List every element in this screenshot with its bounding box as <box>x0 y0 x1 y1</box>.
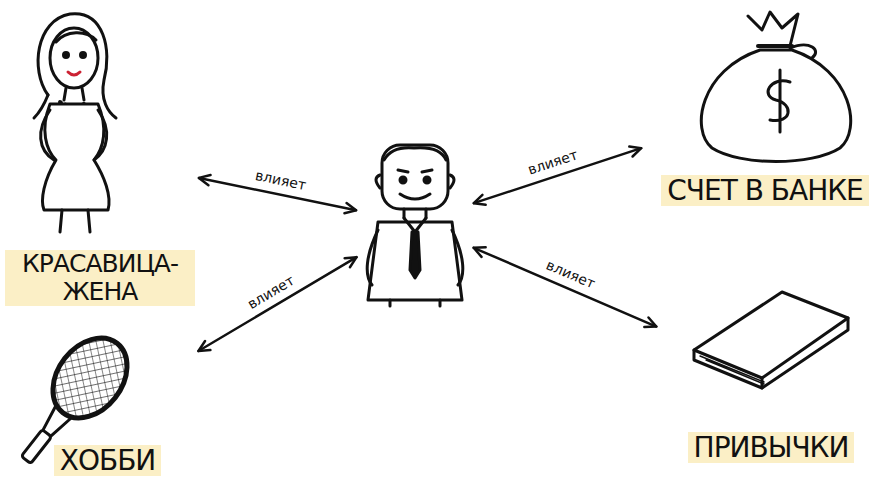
money-bag <box>701 12 850 162</box>
wife-figure <box>34 14 116 232</box>
person-node <box>360 140 470 305</box>
arrow-head <box>198 341 210 351</box>
arrow-head <box>199 175 211 185</box>
figure-label: ПРИВЫЧКИ <box>688 432 855 463</box>
figure-label: КРАСАВИЦА- ЖЕНА <box>5 250 195 306</box>
influence-arrow <box>474 147 641 205</box>
arrow-head <box>474 195 486 205</box>
arrow-line <box>198 257 356 351</box>
edge-label: влияет <box>524 146 582 179</box>
influence-arrow <box>474 247 657 327</box>
figure-node: ХОББИ <box>20 330 195 480</box>
arrow-head <box>344 203 356 213</box>
figure-node: СЧЕТ В БАНКЕ <box>645 5 885 210</box>
edge-label: влияет <box>252 167 310 194</box>
arrow-head <box>629 147 641 157</box>
edge-label: влияет <box>242 271 298 313</box>
influence-arrow <box>198 257 356 351</box>
arrow-head <box>644 317 656 327</box>
figure-label: СЧЕТ В БАНКЕ <box>661 175 869 206</box>
man-figure <box>367 145 463 306</box>
arrow-line <box>474 248 657 327</box>
figure-label: ХОББИ <box>54 445 162 476</box>
figure-node: КРАСАВИЦА- ЖЕНА <box>5 5 195 310</box>
figure-node: ПРИВЫЧКИ <box>660 285 882 467</box>
arrow-head <box>474 247 486 257</box>
edge-label: влияет <box>542 256 599 293</box>
book <box>694 292 848 388</box>
arrow-head <box>345 257 357 267</box>
